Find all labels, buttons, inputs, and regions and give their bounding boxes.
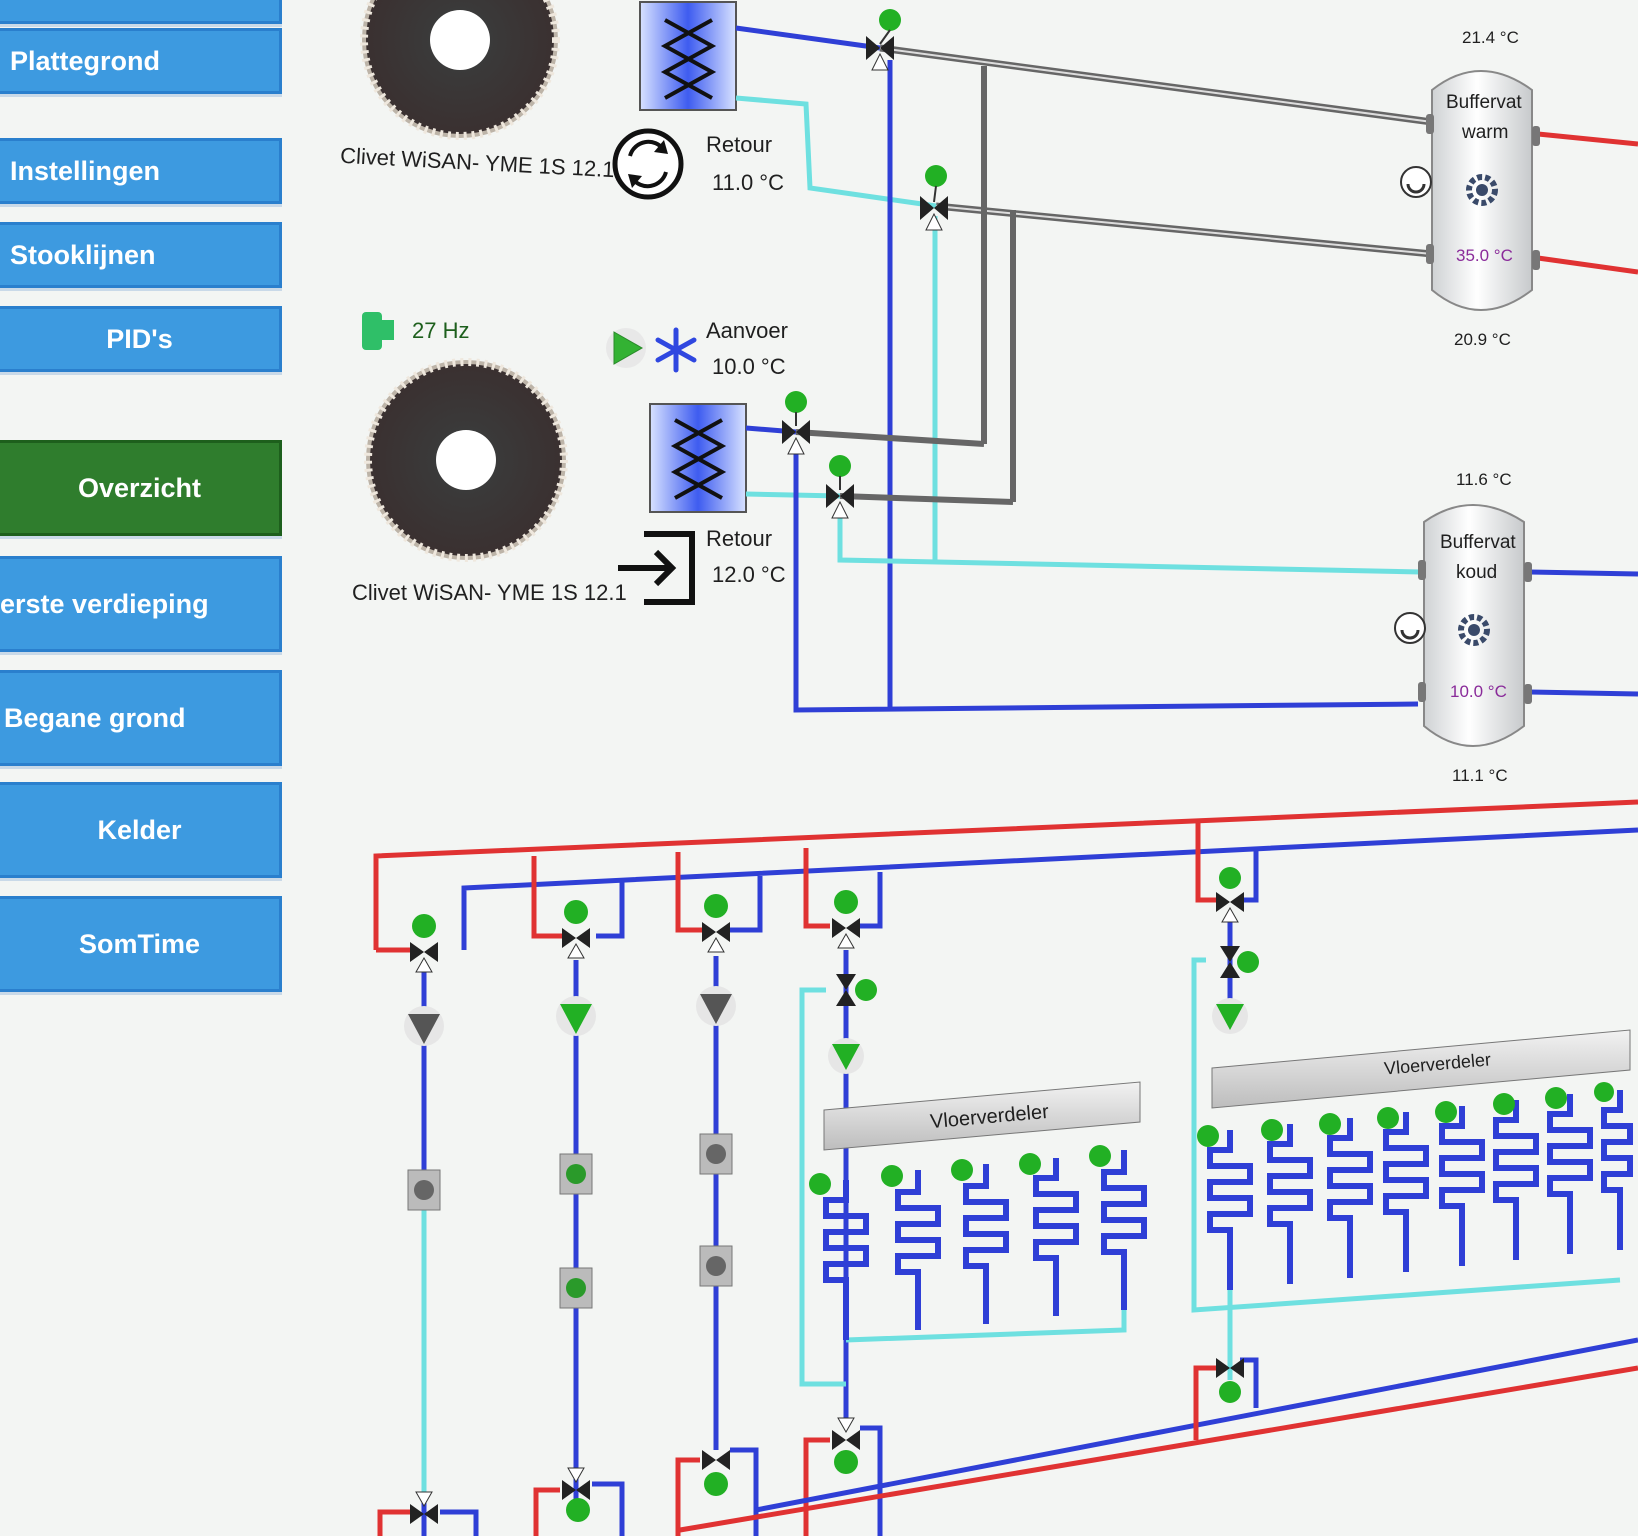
lower-pipes [373,799,1638,1536]
three-way-valve[interactable] [410,1491,438,1524]
three-way-valve[interactable] [410,914,438,973]
buffer-tank-warm [1400,70,1540,311]
heatpump-2-aanvoer-temp: 10.0 °C [712,354,786,379]
two-way-valve[interactable] [1220,946,1259,978]
manifold-2 [1211,1029,1631,1109]
buffer-warm-bottom-temp: 20.9 °C [1454,330,1511,349]
buffer-warm-mid-temp: 35.0 °C [1456,246,1513,265]
heatpump-2-model-label: Clivet WiSAN- YME 1S 12.1 [352,580,627,605]
nav-button-kelder[interactable]: Kelder [0,782,282,878]
buffer-cold-bottom-temp: 11.1 °C [1452,766,1508,785]
nav-button-eerste-verdieping[interactable]: erste verdieping [0,556,282,652]
heatpump-2-retour-temp: 12.0 °C [712,562,786,587]
fancoil-icon[interactable] [559,1153,593,1195]
buffer-cold-top-temp: 11.6 °C [1456,470,1512,489]
heatexchanger-1-icon [639,1,737,111]
heatpump-1-retour-temp: 11.0 °C [712,170,784,195]
pump-icon[interactable] [1212,998,1248,1034]
manifold-1 [823,1081,1141,1151]
gear-icon[interactable] [1466,174,1498,206]
three-way-valve[interactable] [702,1450,730,1496]
nav-label: Plattegrond [10,45,161,76]
nav-label: Begane grond [4,702,186,733]
nav-label: Instellingen [10,155,161,186]
three-way-valve[interactable] [920,165,948,231]
play-icon[interactable] [606,328,646,368]
fancoil-icon[interactable] [699,1245,733,1287]
snowflake-icon [655,327,697,373]
nav-button-overzicht[interactable]: Overzicht [0,440,282,536]
heatpump-2-frequency: 27 Hz [412,318,470,343]
heatpump-1-retour-label: Retour [706,132,773,157]
heatpump-2-fan-icon [364,358,568,562]
three-way-valve[interactable] [832,890,860,949]
buffer-cold-mid-temp: 10.0 °C [1450,682,1507,701]
heatpump-2-aanvoer-label: Aanvoer [706,318,788,343]
fancoil-icon[interactable] [559,1267,593,1309]
pump-icon[interactable] [828,1038,864,1074]
heatexchanger-2-icon [649,403,747,513]
nav-button-somtime[interactable]: SomTime [0,896,282,992]
nav-label: Stooklijnen [10,239,156,270]
three-way-valve[interactable] [782,391,810,455]
three-way-valve[interactable] [1216,867,1244,923]
buffer-warm-top-temp: 21.4 °C [1462,28,1519,47]
heatpump-2 [362,312,747,605]
nav-button-top-partial[interactable] [0,0,282,24]
cycle-icon [612,128,684,200]
three-way-valve[interactable] [562,900,590,959]
fancoil-icon[interactable] [407,1169,441,1211]
buffer-tank-cold [1394,504,1532,747]
three-way-valve[interactable] [826,455,854,519]
nav-button-begane-grond[interactable]: Begane grond [0,670,282,766]
compressor-icon [362,312,394,350]
enter-icon [618,531,695,605]
buffer-warm-title-line2: warm [1462,122,1509,143]
three-way-valve[interactable] [866,9,901,71]
three-way-valve[interactable] [832,1417,860,1474]
heatpump-2-retour-label: Retour [706,526,773,551]
nav-button-plattegrond[interactable]: Plattegrond [0,28,282,94]
floor-loops-2 [1207,1090,1633,1290]
three-way-valve[interactable] [702,894,730,953]
nav-label: PID's [106,323,173,354]
nav-button-instellingen[interactable]: Instellingen [0,138,282,204]
upper-pipes [735,25,1638,713]
nav-label: erste verdieping [0,588,209,619]
three-way-valve[interactable] [562,1467,590,1522]
three-way-valve[interactable] [1216,1358,1244,1403]
heatpump-1 [360,0,737,200]
nav-button-pids[interactable]: PID's [0,306,282,372]
nav-label: Kelder [97,814,182,845]
buffer-warm-title-line1: Buffervat [1446,92,1522,113]
floor-loops-1 [823,1150,1147,1340]
heatpump-1-fan-icon [360,0,560,140]
nav-label: SomTime [78,928,201,959]
pump-icon[interactable] [556,996,596,1036]
loop-valve-group[interactable] [809,1082,1614,1195]
pump-icon[interactable] [404,1006,444,1046]
fancoil-icon[interactable] [699,1133,733,1175]
buffer-cold-title-line2: koud [1456,562,1498,583]
pump-icon[interactable] [696,986,736,1026]
nav-label: Overzicht [77,472,202,503]
thermostat-icon[interactable] [1394,612,1426,644]
thermostat-icon[interactable] [1400,166,1432,198]
nav-button-stooklijnen[interactable]: Stooklijnen [0,222,282,288]
gear-icon[interactable] [1458,614,1490,646]
buffer-cold-title-line1: Buffervat [1440,532,1516,553]
two-way-valve[interactable] [836,974,877,1006]
